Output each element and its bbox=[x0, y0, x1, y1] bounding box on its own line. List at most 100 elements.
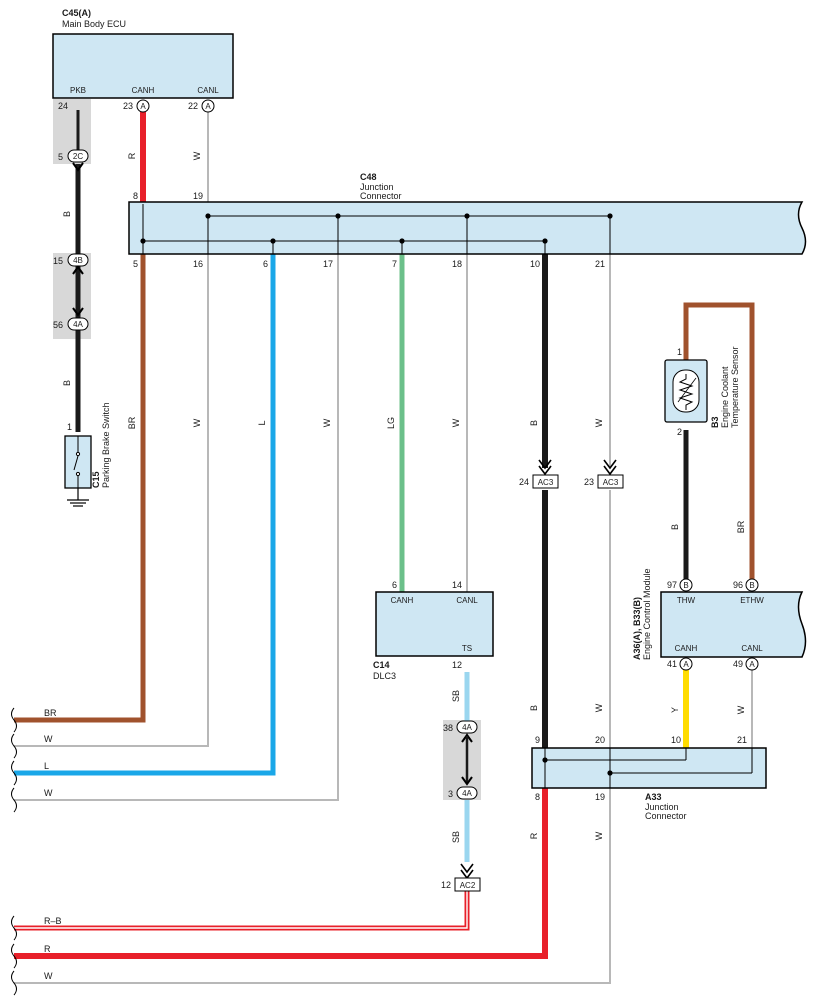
wire-label-l: L bbox=[257, 420, 267, 425]
conn-2c-icon bbox=[67, 149, 89, 163]
wire-label-w-a33: W bbox=[594, 703, 604, 712]
wire-br-exit bbox=[14, 254, 146, 723]
wire-label-br: BR bbox=[127, 416, 137, 429]
conn-4a-top-pin: 38 bbox=[443, 723, 453, 733]
c45-pin-canh: 23 bbox=[123, 101, 133, 111]
break-mark-1 bbox=[11, 707, 17, 733]
wire-label-w49: W bbox=[736, 705, 746, 714]
ac3-right-label: AC3 bbox=[603, 478, 619, 487]
c45-box bbox=[52, 33, 234, 99]
ac2-label: AC2 bbox=[460, 881, 476, 890]
c48-bottom-pin-21: 21 bbox=[595, 259, 605, 269]
c14-code: C14 bbox=[373, 660, 390, 670]
wire-label-b10: B bbox=[529, 420, 539, 426]
switch-icon bbox=[73, 436, 81, 488]
c14-pin-canh: 6 bbox=[392, 580, 397, 590]
ecm-canl-letter: A bbox=[749, 660, 755, 669]
chevron-down-icon bbox=[72, 162, 84, 172]
chevron-down-icon bbox=[460, 863, 474, 880]
a33-top-pin-10: 10 bbox=[671, 735, 681, 745]
wire-label-b-sensor: B bbox=[670, 524, 680, 530]
conn-4a-left-icon bbox=[67, 317, 89, 331]
wire-r-exit bbox=[14, 788, 548, 959]
c48-bottom-pin-7: 7 bbox=[392, 259, 397, 269]
c48-top-pin-8: 8 bbox=[133, 191, 138, 201]
a33-top-pin-9: 9 bbox=[535, 735, 540, 745]
c45-term-canl: CANL bbox=[197, 86, 219, 95]
ecm-pin-canl: 49 bbox=[733, 659, 743, 669]
conn-4b-pin: 15 bbox=[53, 256, 63, 266]
ac2-pin: 12 bbox=[441, 880, 451, 890]
ecm-pin-canh: 41 bbox=[667, 659, 677, 669]
c15-pin: 1 bbox=[67, 422, 72, 432]
a33-code: A33 bbox=[645, 792, 662, 802]
wire-label-w16: W bbox=[192, 418, 202, 427]
wire-label-w-top: W bbox=[192, 151, 202, 160]
break-mark-4 bbox=[11, 787, 17, 813]
b3-pin-bottom: 2 bbox=[677, 427, 682, 437]
exit-label-w1: W bbox=[44, 734, 53, 744]
b3-name-2: Temperature Sensor bbox=[730, 346, 740, 428]
c48-top-pin-19: 19 bbox=[193, 191, 203, 201]
break-mark-7 bbox=[11, 970, 17, 996]
wire-label-sb2: SB bbox=[451, 831, 461, 843]
wire-label-w17: W bbox=[322, 418, 332, 427]
c45-name: Main Body ECU bbox=[62, 19, 126, 29]
c14-term-ts: TS bbox=[462, 644, 472, 653]
c48-name-2: Connector bbox=[360, 191, 402, 201]
ac2-icon bbox=[454, 877, 481, 892]
wire-label-br-sensor: BR bbox=[736, 520, 746, 533]
ecm-canh-connector-icon bbox=[679, 657, 693, 671]
c45-canl-connector-icon bbox=[201, 99, 215, 113]
a33-bottom-pin-19: 19 bbox=[595, 792, 605, 802]
c14-pin-ts: 12 bbox=[452, 660, 462, 670]
conn-4b-label: 4B bbox=[73, 256, 83, 265]
ac3-left-label: AC3 bbox=[538, 478, 554, 487]
a33-top-pin-21: 21 bbox=[737, 735, 747, 745]
c45-term-pkb: PKB bbox=[70, 86, 86, 95]
ecm-name: Engine Control Module bbox=[642, 568, 652, 660]
conn-4a-left-pin: 56 bbox=[53, 320, 63, 330]
conn-4a-bottom-label: 4A bbox=[462, 789, 472, 798]
chevron-down-icon bbox=[603, 459, 617, 476]
exit-label-l: L bbox=[44, 761, 49, 771]
c45-code: C45(A) bbox=[62, 8, 91, 18]
break-mark-3 bbox=[11, 760, 17, 786]
wire-label-b-pkb2: B bbox=[62, 380, 72, 386]
conn-2c-pin: 5 bbox=[58, 152, 63, 162]
exit-label-w3: W bbox=[44, 971, 53, 981]
c15-name: Parking Brake Switch bbox=[101, 402, 111, 488]
ecm-ethw-connector-icon bbox=[745, 578, 759, 592]
c48-bottom-pin-5: 5 bbox=[133, 259, 138, 269]
wire-br-sensor bbox=[683, 302, 755, 580]
c45-canh-letter: A bbox=[140, 102, 146, 111]
c48-bottom-pin-10: 10 bbox=[530, 259, 540, 269]
c14-term-canh: CANH bbox=[391, 596, 414, 605]
c14-pin-canl: 14 bbox=[452, 580, 462, 590]
break-mark-5 bbox=[11, 915, 17, 941]
chevron-up-icon bbox=[72, 265, 84, 275]
c48-bottom-pin-16: 16 bbox=[193, 259, 203, 269]
ac3-right-icon bbox=[597, 474, 624, 489]
ac3-left-icon bbox=[532, 474, 559, 489]
a33-name-1: Junction bbox=[645, 802, 679, 812]
c48-bottom-pin-6: 6 bbox=[263, 259, 268, 269]
ecm-canh-letter: A bbox=[683, 660, 689, 669]
conn-4a-bottom-pin: 3 bbox=[448, 789, 453, 799]
chevron-up-icon bbox=[461, 733, 473, 743]
break-mark-6 bbox=[11, 943, 17, 969]
exit-label-w2: W bbox=[44, 788, 53, 798]
ground-icon bbox=[67, 488, 89, 507]
b3-pin-top: 1 bbox=[677, 347, 682, 357]
wire-label-lg: LG bbox=[386, 417, 396, 429]
wire-label-w18: W bbox=[451, 418, 461, 427]
conn-2c-label: 2C bbox=[73, 152, 83, 161]
ecm-term-thw: THW bbox=[677, 596, 696, 605]
exit-label-rb: R–B bbox=[44, 916, 62, 926]
wire-w17-exit bbox=[14, 254, 339, 801]
wire-w-a33-exit bbox=[14, 788, 611, 984]
a33-top-pin-20: 20 bbox=[595, 735, 605, 745]
ac3-left-pin: 24 bbox=[519, 477, 529, 487]
ac3-right-pin: 23 bbox=[584, 477, 594, 487]
